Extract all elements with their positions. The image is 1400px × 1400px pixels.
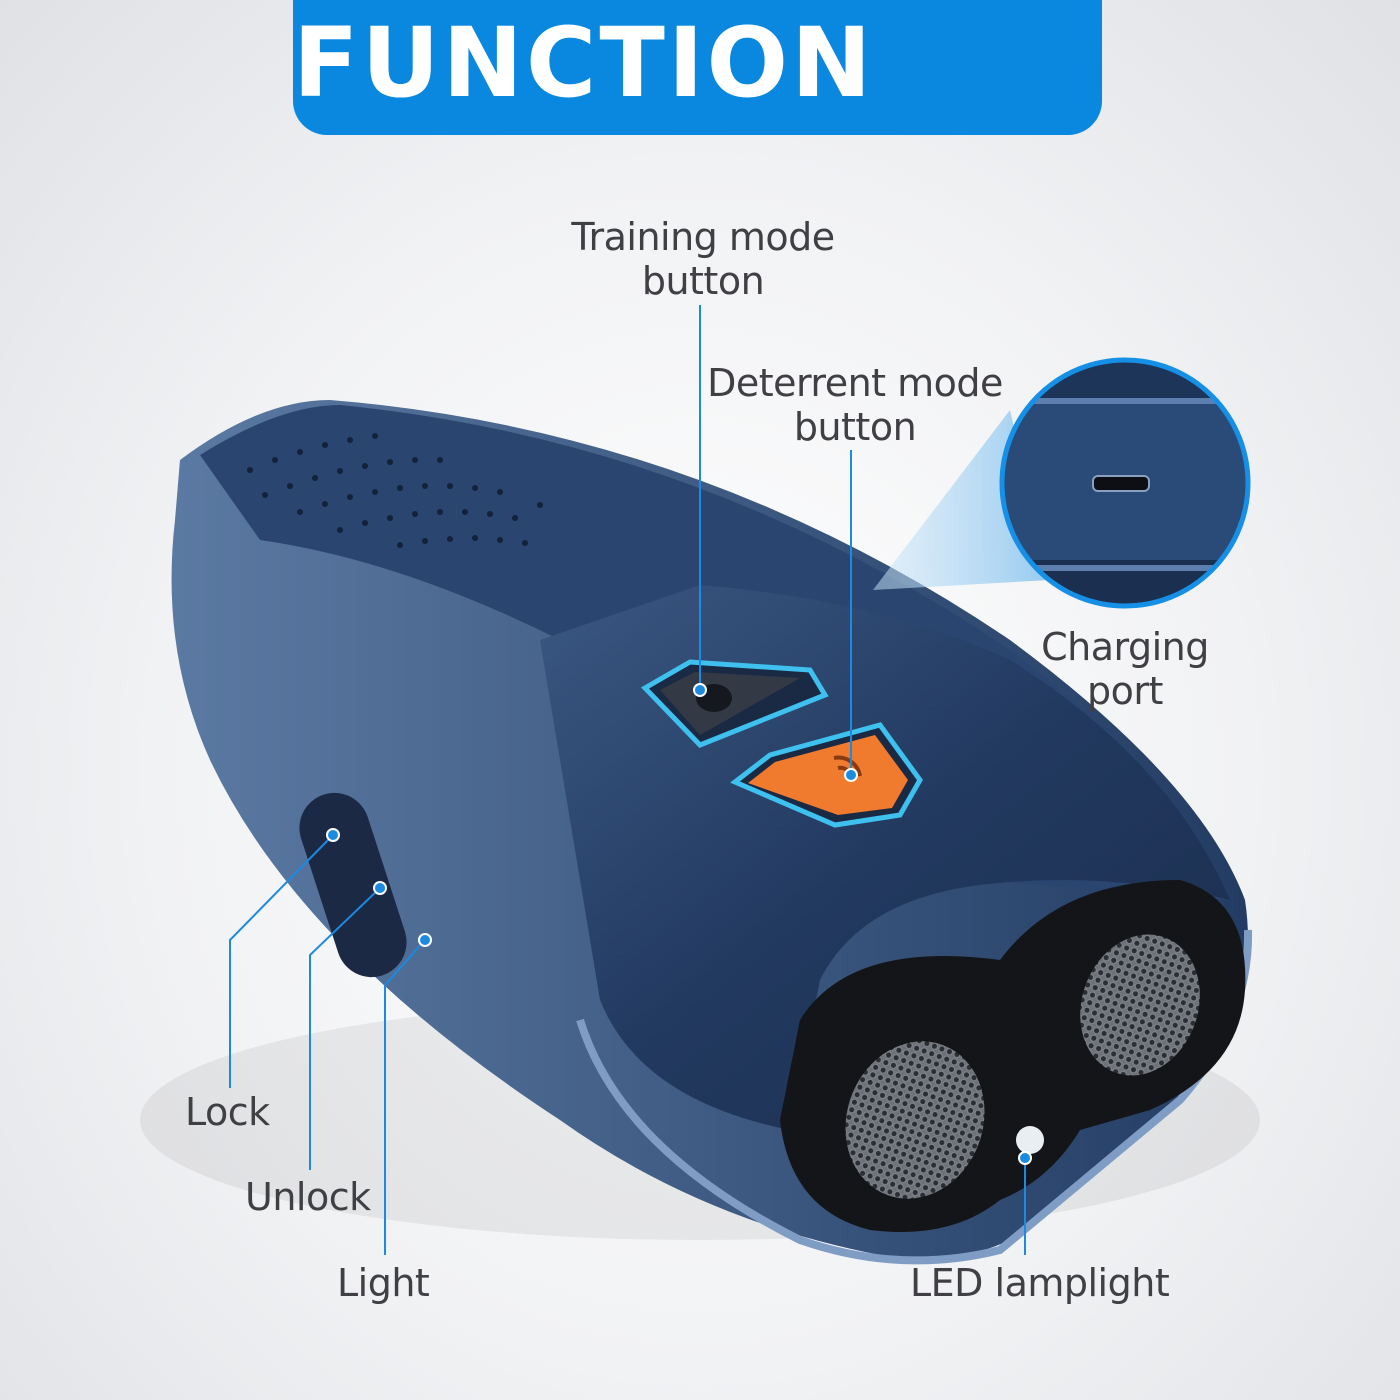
training-mode-label-line2: button: [641, 259, 765, 303]
led-lamplight-label: LED lamplight: [910, 1261, 1170, 1305]
training-mode-label: Training mode button: [553, 215, 853, 303]
training-mode-label-line1: Training mode: [571, 215, 835, 259]
light-label: Light: [337, 1261, 430, 1305]
charging-port-label-line1: Charging: [1041, 625, 1209, 669]
title-banner: KEY FUNCTION: [293, 0, 1102, 135]
deterrent-mode-label: Deterrent mode button: [695, 361, 1015, 449]
charging-port-label: Charging port: [1005, 625, 1245, 713]
left-speaker-mesh: [845, 1041, 985, 1199]
led-lamp: [1016, 1126, 1044, 1154]
leader-lines: [229, 305, 1026, 1255]
side-switch: [299, 792, 407, 978]
ultrasonic-speakers: [780, 880, 1246, 1232]
deterrent-mode-button[interactable]: [730, 722, 923, 828]
deterrent-mode-label-line2: button: [793, 405, 917, 449]
page-title: KEY FUNCTION: [293, 0, 875, 119]
lock-label: Lock: [185, 1090, 270, 1134]
unlock-label: Unlock: [245, 1175, 371, 1219]
leader-dots: [326, 683, 1032, 1165]
deterrent-mode-label-line1: Deterrent mode: [707, 361, 1003, 405]
charging-port-label-line2: port: [1087, 669, 1163, 713]
usb-port: [1092, 475, 1150, 492]
right-speaker-mesh: [1080, 934, 1200, 1076]
speaker-grille: [247, 433, 543, 548]
